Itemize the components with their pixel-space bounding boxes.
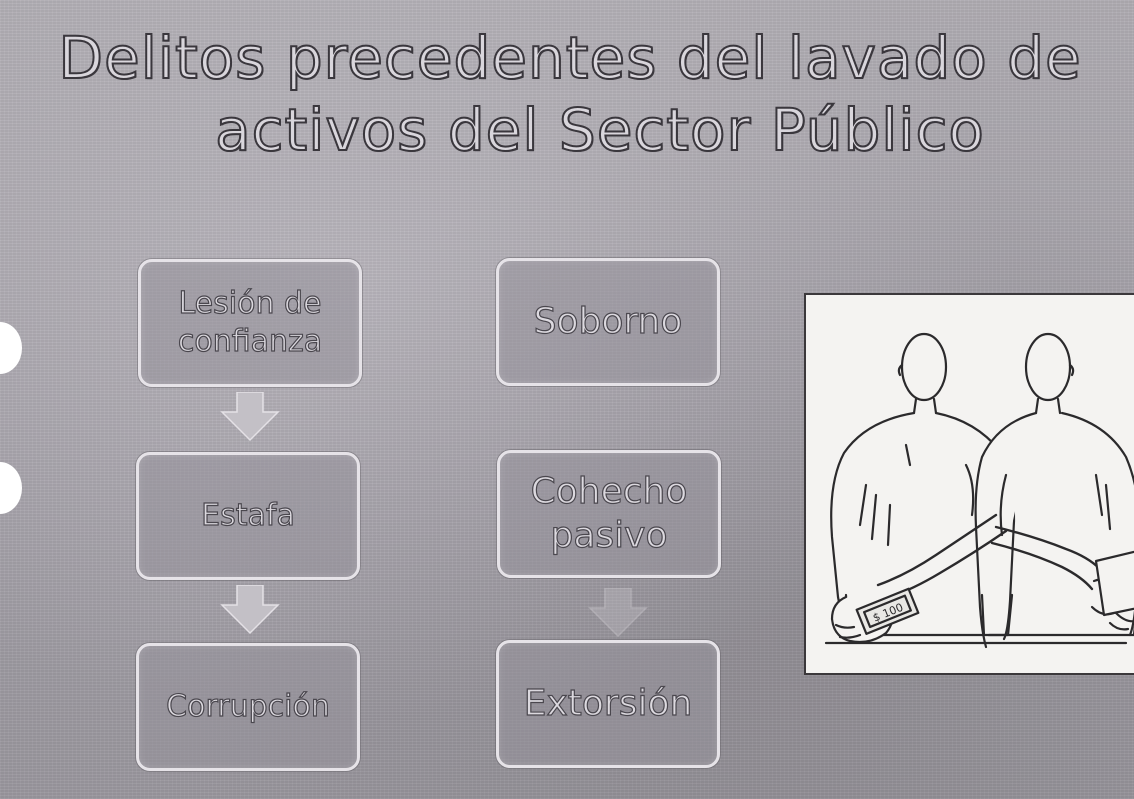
title-line-2: activos del Sector Público [214,95,985,165]
down-arrow-icon [588,588,648,638]
box-soborno: Soborno [496,258,720,386]
box-label: Extorsión [523,682,693,724]
box-extorsion: Extorsión [496,640,720,768]
box-cohecho-pasivo: Cohecho pasivo [497,450,721,578]
punch-hole-bottom [0,462,22,514]
box-lesion-de-confianza: Lesión de confianza [138,259,362,387]
box-label: Soborno [533,300,683,342]
box-label: Corrupción [166,688,331,724]
title-line-1: Delitos precedentes del lavado de [57,23,1082,93]
box-estafa: Estafa [136,452,360,580]
down-arrow-icon [220,392,280,442]
down-arrow-icon [220,585,280,635]
box-corrupcion: Corrupción [136,643,360,771]
box-label: Lesión de confianza [177,285,323,359]
slide-title: Delitos precedentes del lavado de activo… [20,22,1120,166]
bribery-handoff-icon: $ 100 [824,332,1134,649]
box-label: Cohecho pasivo [530,470,688,556]
punch-hole-top [0,322,22,374]
box-label: Estafa [201,497,296,533]
bribery-illustration: $ 100 [804,293,1134,675]
